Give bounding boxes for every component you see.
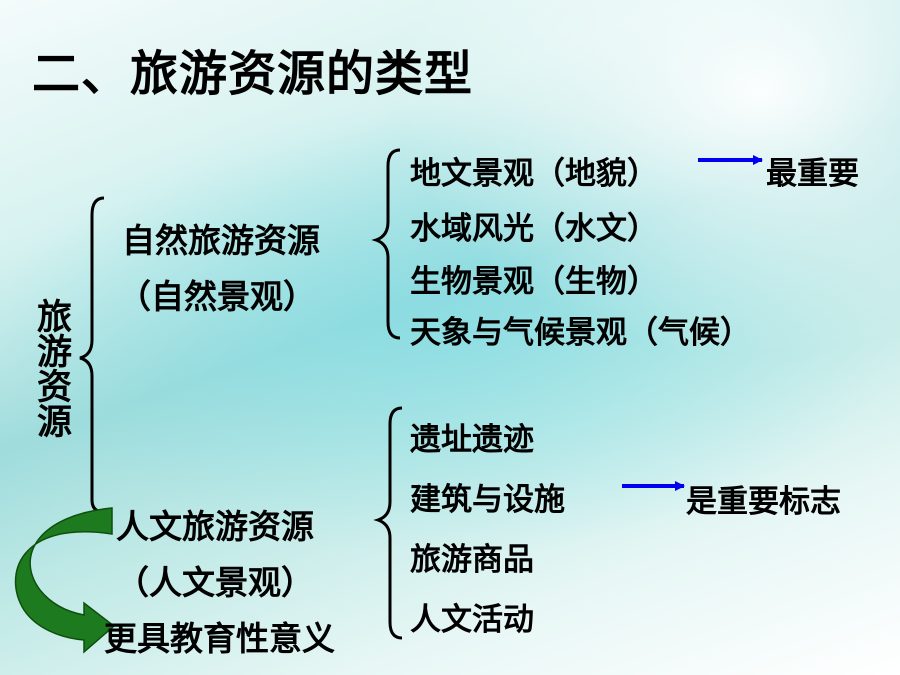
natural-item-water: 水域风光（水文） [410, 211, 658, 247]
natural-item-landform: 地文景观（地貌） [410, 156, 658, 192]
natural-resources-label: 自然旅游资源 [122, 221, 320, 260]
cultural-item-goods: 旅游商品 [410, 542, 534, 578]
cultural-item-buildings: 建筑与设施 [410, 482, 565, 518]
important-mark-note: 是重要标志 [686, 484, 841, 520]
root-brace [79, 196, 105, 514]
cultural-landscape-label: （人文景观） [116, 563, 314, 602]
cultural-resources-label: 人文旅游资源 [116, 507, 314, 546]
educational-significance-label: 更具教育性意义 [104, 619, 335, 658]
natural-landscape-label: （自然景观） [118, 277, 316, 316]
significance-curved-arrow [14, 507, 116, 654]
natural-item-biology: 生物景观（生物） [410, 264, 658, 300]
natural-brace [371, 148, 401, 340]
cultural-item-ruins: 遗址遗迹 [410, 422, 534, 458]
slide-title: 二、旅游资源的类型 [32, 46, 474, 102]
cultural-brace [373, 406, 403, 640]
root-label: 旅游资源 [31, 298, 71, 438]
most-important-note: 最重要 [766, 156, 859, 192]
natural-item-climate: 天象与气候景观（气候） [410, 315, 751, 351]
cultural-item-activities: 人文活动 [410, 602, 534, 638]
